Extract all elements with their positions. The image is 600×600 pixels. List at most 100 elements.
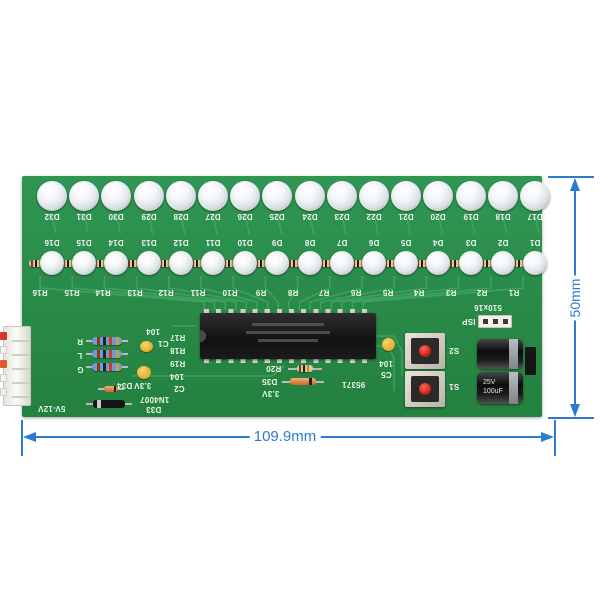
led-d4	[426, 251, 451, 275]
pcb-trace	[276, 213, 283, 235]
circuit-board	[22, 176, 542, 417]
capacitor-polarity-stripe	[509, 339, 518, 369]
pcb-trace	[469, 213, 476, 235]
diode-band	[309, 378, 312, 385]
arrowhead-down	[570, 404, 580, 417]
led-d1	[523, 251, 547, 275]
resistor-r1	[512, 260, 525, 267]
led-d20	[423, 181, 454, 211]
resistor-r14	[93, 260, 107, 267]
led-d8	[297, 251, 322, 275]
capacitor-c2	[137, 366, 151, 379]
connector-slot	[12, 354, 30, 356]
led-d14	[104, 251, 129, 275]
capacitor-voltage: 25V	[483, 379, 496, 386]
capacitor-polarity-stripe	[509, 372, 518, 404]
height-dimension-label: 50mm	[567, 275, 583, 321]
pcb-trace	[135, 276, 237, 310]
resistor-r10	[222, 260, 236, 267]
chip-marking	[258, 339, 318, 342]
resistor-r12	[157, 260, 171, 267]
pcb-trace	[298, 276, 331, 310]
pcb-trace	[288, 276, 299, 310]
pcb-trace	[502, 213, 508, 235]
switch-s2[interactable]	[405, 333, 445, 369]
pcb-trace	[200, 276, 258, 310]
chip-notch	[200, 330, 206, 342]
diode-d34	[104, 386, 118, 392]
header-pin	[493, 319, 498, 324]
diode-band	[114, 386, 116, 392]
ic-pins-top	[204, 309, 372, 314]
resistor-r15	[61, 260, 75, 267]
electrolytic-capacitor: 25V 100uF	[477, 372, 523, 404]
pcb-trace	[362, 276, 524, 310]
led-d25	[262, 181, 293, 211]
resistor-r17	[92, 337, 122, 345]
resistor-r7	[318, 260, 332, 267]
led-d19	[455, 181, 486, 211]
resistor-r2	[479, 260, 493, 267]
diode-d33	[93, 400, 125, 408]
pcb-trace	[309, 276, 363, 310]
led-d15	[72, 251, 97, 275]
capacitor-c1	[140, 341, 153, 352]
led-d31	[69, 181, 100, 211]
connector-slot	[12, 382, 30, 384]
led-d27	[198, 181, 228, 211]
resistor-r9	[254, 260, 268, 267]
pcb-trace	[168, 276, 248, 310]
pcb-trace	[534, 213, 540, 235]
chip-marking	[252, 323, 324, 326]
chip-marking	[246, 331, 330, 334]
wire-white	[0, 346, 7, 354]
led-d23	[326, 181, 357, 211]
microcontroller-chip	[200, 313, 376, 359]
led-d22	[359, 181, 389, 211]
led-d16	[40, 251, 64, 275]
led-d13	[136, 251, 161, 275]
resistor-r11	[190, 260, 203, 267]
led-d10	[233, 251, 258, 275]
pcb-trace	[71, 276, 216, 310]
pcb-trace	[341, 276, 460, 310]
pcb-trace	[115, 213, 122, 235]
led-d28	[165, 181, 196, 211]
pcb-trace	[351, 276, 492, 310]
pcb-traces	[39, 213, 540, 391]
resistor-r20	[297, 365, 313, 372]
wire-orange	[0, 360, 7, 368]
led-d21	[391, 181, 422, 211]
pcb-trace	[244, 213, 250, 235]
pcb-trace	[376, 335, 403, 376]
led-d30	[101, 181, 132, 211]
switch-s1[interactable]	[405, 371, 445, 407]
arrowhead-up	[570, 178, 580, 191]
switch-button-cap[interactable]	[419, 383, 431, 395]
pcb-trace	[330, 276, 428, 310]
resistor-r19	[92, 363, 122, 371]
pcb-trace	[437, 213, 444, 235]
diode-band	[97, 400, 101, 408]
ic-pins-bottom	[204, 358, 372, 363]
arrowhead-left	[23, 432, 36, 442]
width-dimension-label: 109.9mm	[249, 429, 321, 445]
pcb-trace	[83, 213, 89, 235]
switch-button-cap[interactable]	[419, 345, 431, 357]
electrolytic-capacitor	[477, 339, 523, 369]
resistor-r8	[286, 260, 300, 267]
pcb-trace	[212, 213, 218, 235]
led-d29	[133, 181, 164, 211]
resistor-r3	[447, 260, 461, 267]
led-d18	[487, 181, 518, 211]
pcb-trace	[308, 213, 315, 235]
led-d9	[265, 251, 290, 275]
led-d5	[394, 251, 419, 275]
connector-slot	[12, 340, 30, 342]
resistor-r6	[351, 260, 364, 267]
pcb-trace	[341, 213, 347, 235]
pcb-trace	[319, 276, 395, 310]
pcb-trace	[132, 365, 285, 377]
